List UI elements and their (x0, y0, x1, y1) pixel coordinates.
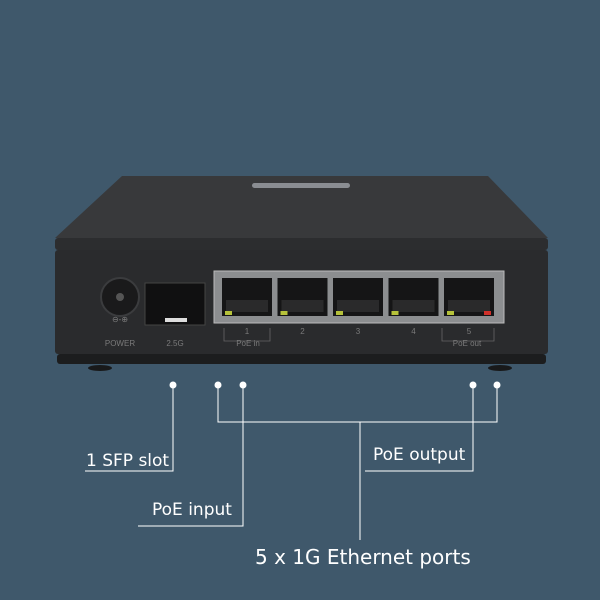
port-latch (448, 300, 490, 312)
power-symbol-icon: ⊖-⊕ (112, 315, 128, 324)
port-led (225, 311, 232, 315)
callout-sfp: 1 SFP slot (86, 451, 170, 471)
port-number: 3 (356, 327, 361, 336)
power-jack-pin (116, 293, 124, 301)
port-number: 5 (467, 327, 472, 336)
poe-out-bracket (441, 328, 495, 342)
poe-in-bracket (223, 328, 271, 342)
poe-out-label: PoE out (453, 339, 482, 348)
port-led (280, 311, 288, 315)
callout-poe-output: PoE output (373, 445, 466, 465)
port-latch (281, 300, 324, 312)
callout-dots (169, 381, 501, 389)
port-number: 4 (411, 327, 416, 336)
sfp-label: 2.5G (166, 339, 183, 348)
device-top-edge (55, 238, 548, 250)
callout-poe-input: PoE input (152, 500, 232, 520)
port-number: 1 (245, 327, 250, 336)
port-number: 2 (300, 327, 305, 336)
device-top (55, 176, 548, 238)
port-led (447, 311, 454, 315)
port-latch (226, 300, 268, 312)
port-led (391, 311, 399, 315)
callout-lines (85, 385, 498, 540)
port-led (336, 311, 343, 315)
callout-ethernet: 5 x 1G Ethernet ports (255, 545, 471, 569)
sfp-latch (165, 318, 187, 322)
device-foot (88, 365, 112, 371)
top-light-bar (252, 183, 350, 188)
device-foot (488, 365, 512, 371)
device-base (57, 354, 546, 364)
power-label: POWER (105, 339, 135, 348)
port-led-poe (484, 311, 491, 315)
poe-in-label: PoE in (236, 339, 260, 348)
port-latch (392, 300, 435, 312)
port-latch (337, 300, 379, 312)
